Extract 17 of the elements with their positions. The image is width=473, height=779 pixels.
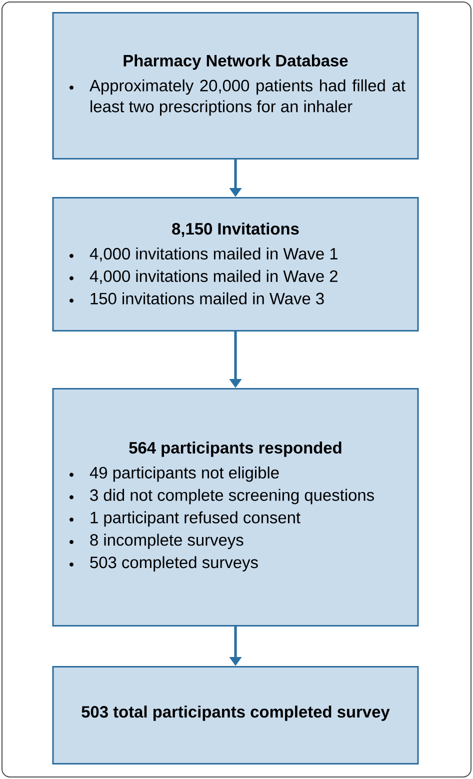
bullet-item: 8 incomplete surveys — [90, 534, 244, 550]
bullet-item: Approximately 20,000 patients had filled at least two prescriptions for an inhaler — [90, 79, 406, 116]
bullet-item: 150 invitations mailed in Wave 3 — [90, 292, 324, 304]
process-box — [52, 666, 419, 764]
bullet-item: 4,000 invitations mailed in Wave 2 — [90, 270, 338, 284]
bullet-item: 3 did not complete screening questions — [90, 488, 374, 504]
box-heading: 503 total participants completed survey — [82, 706, 390, 721]
box-heading: 8,150 Invitations — [172, 222, 299, 238]
bullet-item: 4,000 invitations mailed in Wave 1 — [90, 248, 338, 262]
bullet-item: 49 participants not eligible — [90, 466, 279, 482]
box-heading: 564 participants responded — [129, 442, 342, 457]
bullet-item: 1 participant refused consent — [90, 511, 300, 527]
process-box — [52, 197, 419, 332]
process-box — [52, 12, 419, 160]
box-heading: Pharmacy Network Database — [124, 54, 348, 70]
process-box — [52, 388, 419, 626]
bullet-item: 503 completed surveys — [90, 556, 258, 572]
